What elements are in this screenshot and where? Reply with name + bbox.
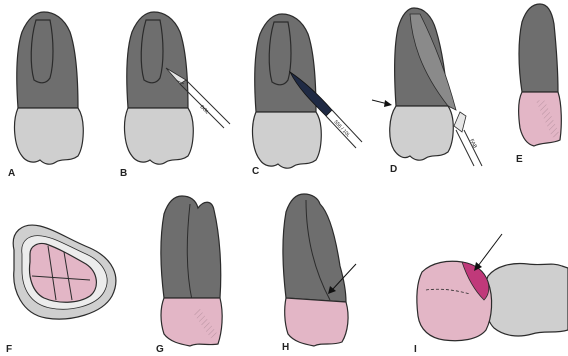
- panel-d-arrow: [372, 100, 392, 107]
- panel-a-root: [17, 12, 78, 108]
- panel-c-crown: [253, 112, 322, 168]
- panel-h-label: H: [282, 342, 289, 353]
- panel-g-preparation: [161, 298, 222, 346]
- panel-c-label: C: [252, 166, 259, 177]
- panel-i-arrow: [474, 234, 502, 271]
- panel-g: G: [156, 196, 222, 355]
- panel-d-crown: [390, 106, 454, 160]
- panel-g-root: [161, 196, 221, 298]
- panel-e: E: [516, 4, 561, 165]
- panel-h-preparation: [285, 298, 348, 346]
- panel-i-label: I: [414, 344, 417, 355]
- panel-g-label: G: [156, 344, 164, 355]
- panel-b-root: [127, 12, 188, 108]
- panel-f: F: [6, 225, 116, 355]
- panel-d-finishing-bur: FAB: [454, 112, 482, 166]
- panel-b-crown: [125, 108, 194, 164]
- panel-i-adjacent-tooth: [485, 264, 568, 337]
- panel-c: 556 / 10L C: [252, 14, 362, 177]
- panel-d-instrument-text: FAB: [468, 138, 478, 150]
- panel-b-label: B: [120, 168, 127, 179]
- panel-d: FAB D: [372, 8, 482, 175]
- panel-a: A: [8, 12, 83, 179]
- panel-e-root: [519, 4, 558, 92]
- panel-d-label: D: [390, 164, 397, 175]
- panel-f-label: F: [6, 344, 12, 355]
- panel-i: I: [414, 234, 568, 355]
- panel-a-label: A: [8, 168, 15, 179]
- panel-b-instrument-text: DGL: [199, 104, 211, 116]
- panel-c-root: [255, 14, 316, 112]
- panel-c-instrument-text: 556 / 10L: [333, 119, 352, 139]
- panel-e-label: E: [516, 154, 523, 165]
- panel-b: DGL B: [120, 12, 230, 179]
- panel-h: H: [282, 194, 356, 353]
- panel-a-crown: [15, 108, 84, 164]
